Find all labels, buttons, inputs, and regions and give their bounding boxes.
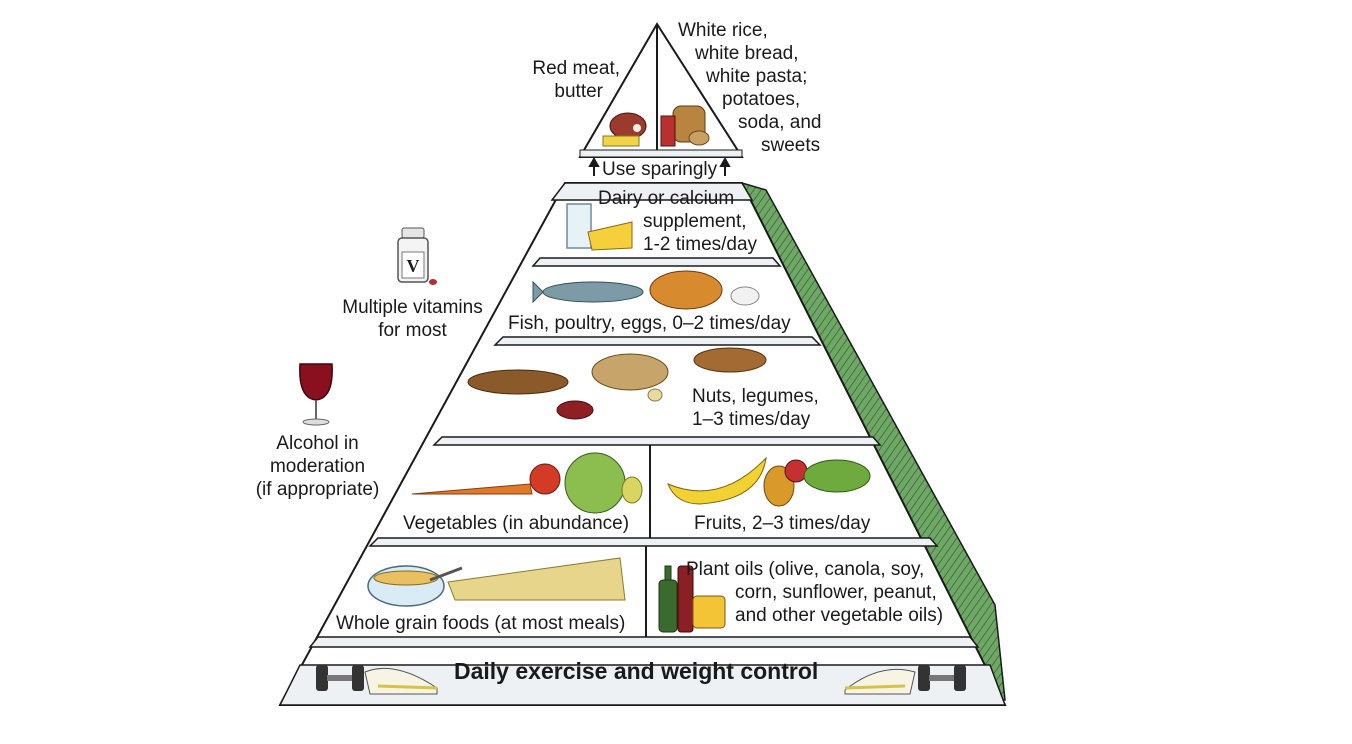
use-sparingly-arrows <box>588 156 731 176</box>
white-rice-line-1: White rice, <box>678 20 768 41</box>
whole-grains-illustration <box>367 557 626 607</box>
vegetables-label: Vegetables (in abundance) <box>403 513 630 534</box>
fruits-illustration <box>667 456 871 507</box>
alcohol-line-1: Alcohol in <box>276 433 359 454</box>
dairy-line-2: supplement, <box>643 211 747 232</box>
red-meat-line-2: butter <box>554 81 603 102</box>
bread-rice-illustration <box>660 105 710 147</box>
white-rice-line-5: soda, and <box>738 112 822 133</box>
white-rice-line-6: sweets <box>761 135 821 156</box>
white-rice-label: White rice, white bread, white pasta; po… <box>678 19 848 157</box>
oils-line-3: and other vegetable oils) <box>735 605 944 626</box>
white-rice-line-3: white pasta; <box>706 66 808 87</box>
dairy-label: Dairy or calcium supplement, 1-2 times/d… <box>598 187 778 256</box>
nuts-legumes-label: Nuts, legumes, 1–3 times/day <box>692 385 832 431</box>
nuts-legumes-illustration <box>467 347 767 420</box>
nuts-line-1: Nuts, legumes, <box>692 386 819 407</box>
plant-oils-label: Plant oils (olive, canola, soy, corn, su… <box>686 558 956 627</box>
wine-glass-icon <box>299 363 333 426</box>
dairy-line-3: 1-2 times/day <box>643 234 758 255</box>
alcohol-line-2: moderation <box>269 456 366 477</box>
whole-grains-label: Whole grain foods (at most meals) <box>336 613 626 634</box>
dairy-illustration <box>566 203 633 251</box>
vitamins-line-1: Multiple vitamins <box>342 297 483 318</box>
exercise-label: Daily exercise and weight control <box>454 658 819 684</box>
red-meat-line-1: Red meat, <box>532 58 620 79</box>
vitamins-label: Multiple vitamins for most <box>330 296 495 342</box>
vegetables-illustration <box>411 452 643 514</box>
dairy-line-1: Dairy or calcium <box>598 188 735 209</box>
white-rice-line-2: white bread, <box>695 43 799 64</box>
red-meat-label: Red meat, butter <box>520 57 620 103</box>
oils-line-1: Plant oils (olive, canola, soy, <box>686 559 925 580</box>
fish-poultry-eggs-illustration <box>532 270 760 310</box>
oils-line-2: corn, sunflower, peanut, <box>735 582 937 603</box>
white-rice-line-4: potatoes, <box>722 89 801 110</box>
tier-shelves <box>278 182 1007 706</box>
vitamin-badge: V <box>407 256 420 276</box>
red-meat-butter-illustration <box>602 112 647 147</box>
alcohol-label: Alcohol in moderation (if appropriate) <box>245 432 390 501</box>
vitamin-bottle-icon: V <box>397 227 437 285</box>
nuts-line-2: 1–3 times/day <box>692 409 811 430</box>
exercise-illustration-left <box>316 665 438 695</box>
fish-poultry-label: Fish, poultry, eggs, 0–2 times/day <box>508 313 791 334</box>
vitamins-line-2: for most <box>378 320 447 341</box>
exercise-illustration-right <box>844 665 966 695</box>
alcohol-line-3: (if appropriate) <box>255 479 380 500</box>
use-sparingly-label: Use sparingly <box>602 159 718 180</box>
plant-oils-illustration <box>658 565 726 633</box>
fruits-label: Fruits, 2–3 times/day <box>694 513 871 534</box>
